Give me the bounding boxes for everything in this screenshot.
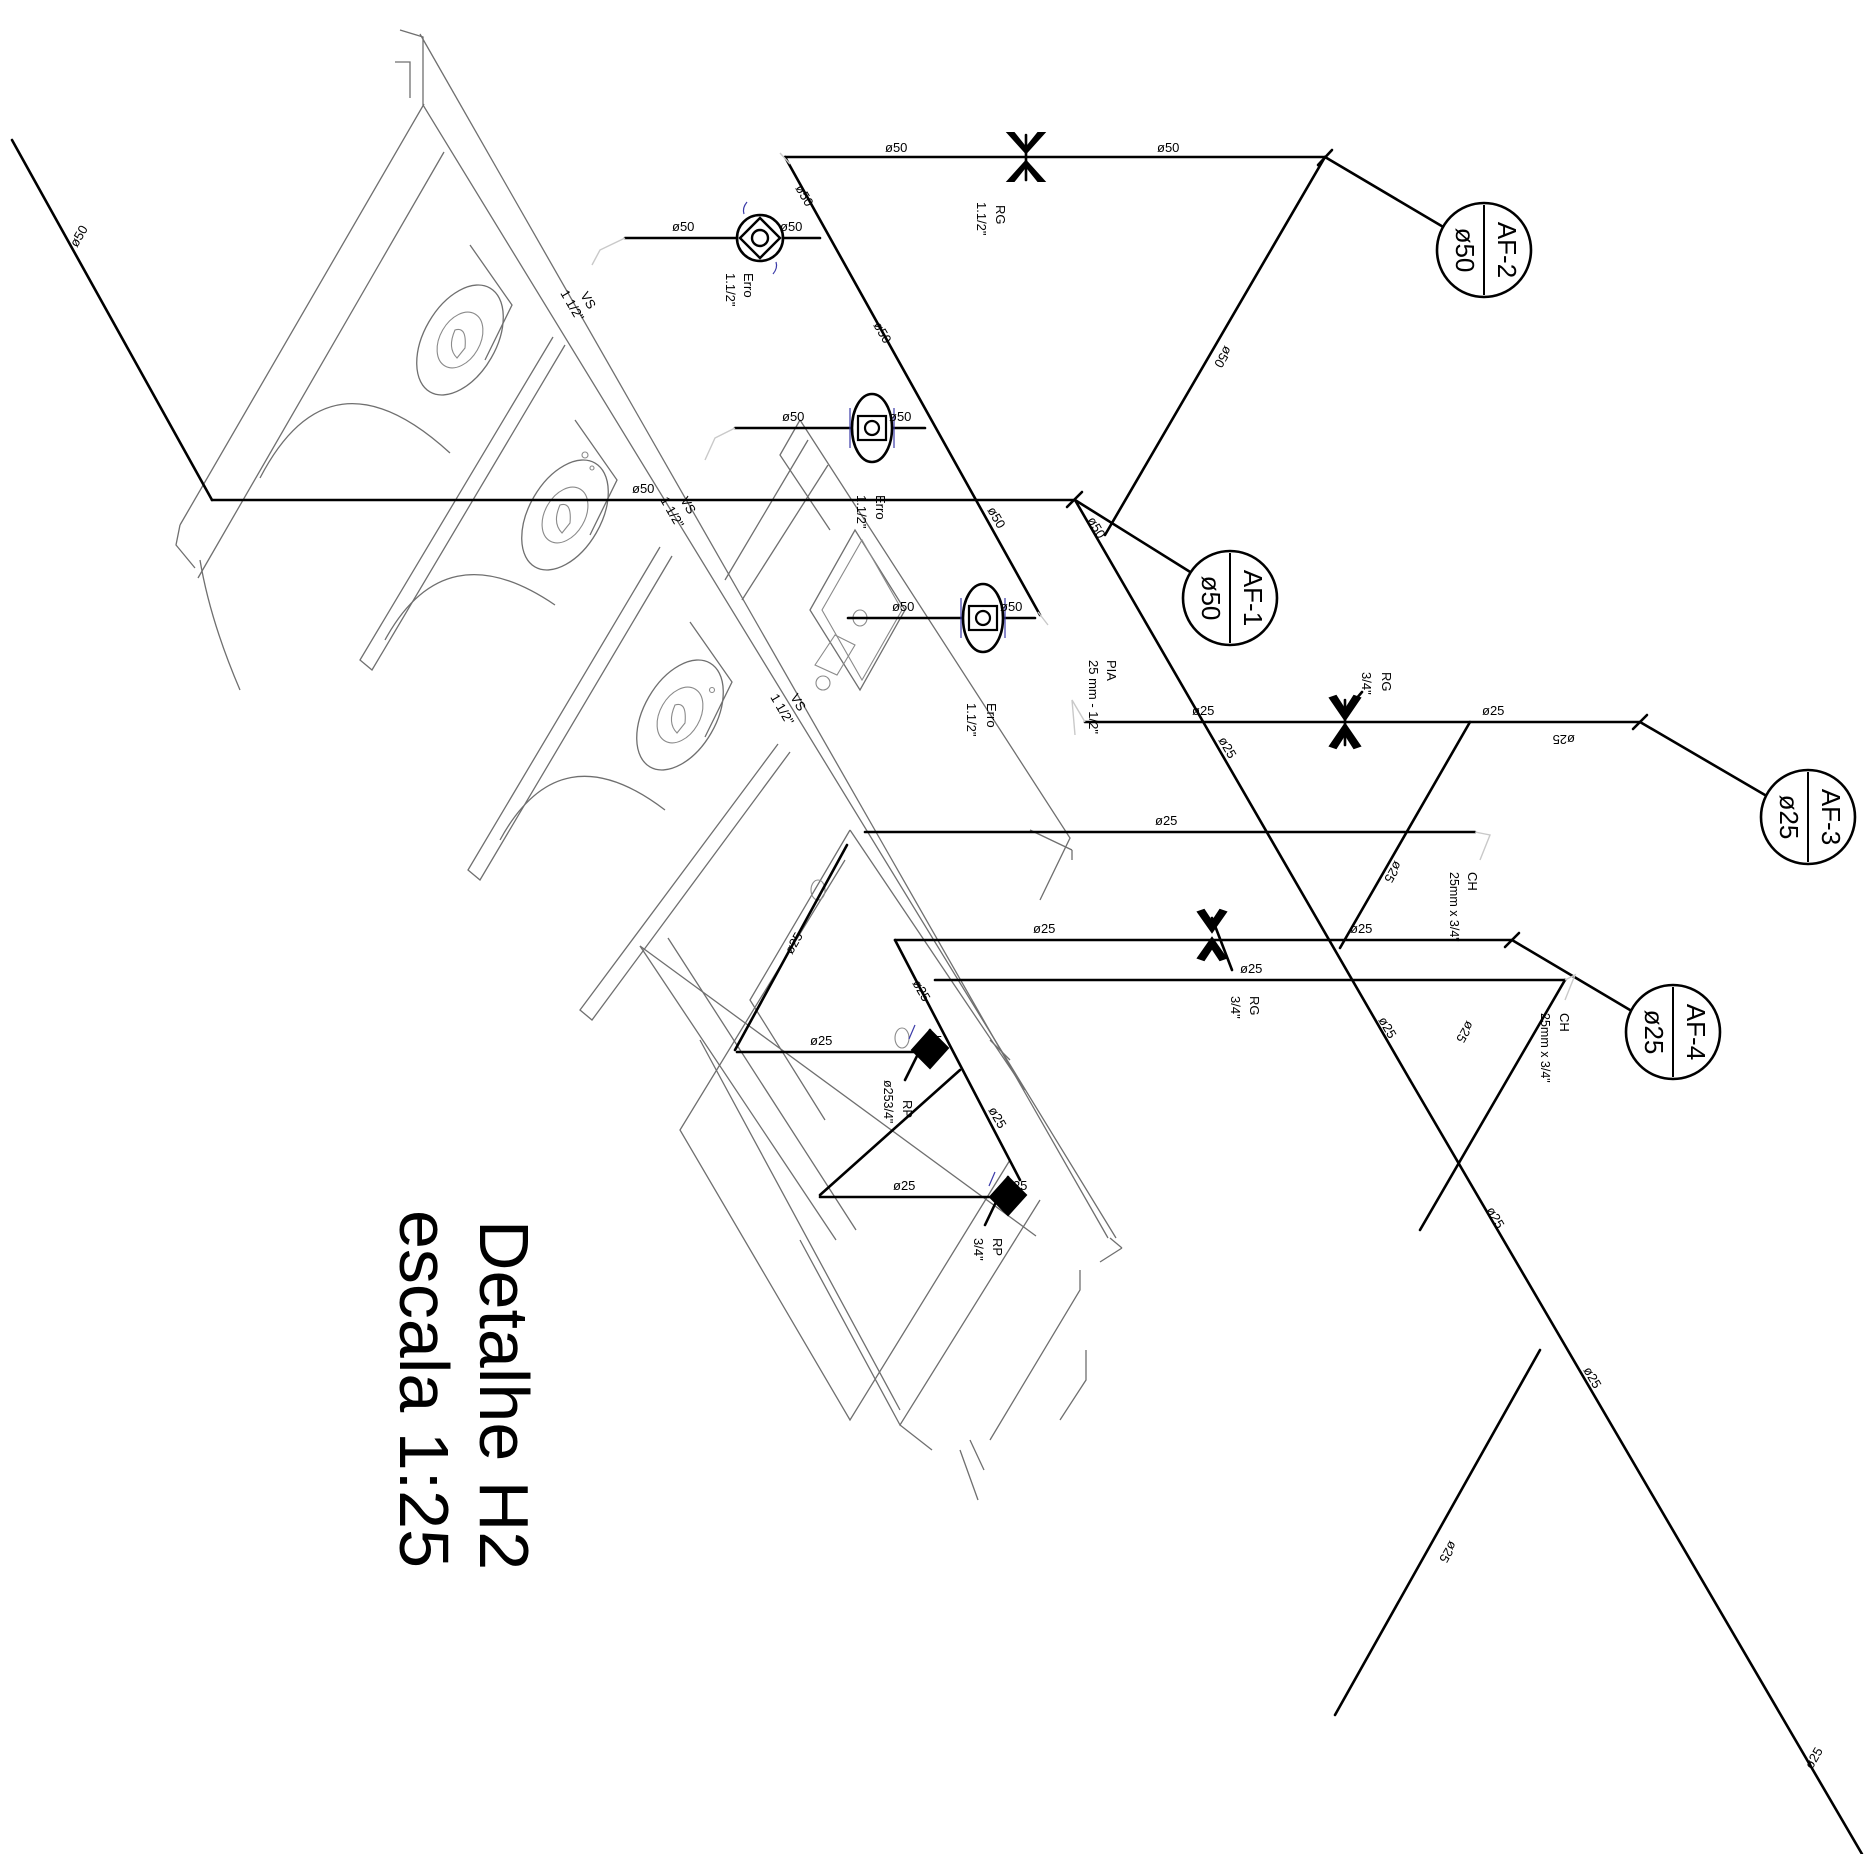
tag-af-2-diameter: ø50: [1450, 228, 1480, 273]
title-line-2: escala 1:25: [385, 1210, 463, 1568]
diameter-label: ø25: [1482, 703, 1504, 718]
diameter-label: ø25: [1375, 1014, 1399, 1041]
diameter-label: ø50: [780, 219, 802, 234]
diameter-label: ø25: [1553, 732, 1575, 747]
gate-valve-rg-top: [1005, 132, 1047, 182]
valve-rg-label: RG: [1379, 672, 1394, 692]
diameter-label: ø25: [1436, 1539, 1460, 1566]
diameter-label: ø25: [985, 1104, 1009, 1131]
diameter-label: ø25: [1215, 734, 1239, 761]
diameter-label: ø25: [909, 977, 933, 1004]
valve-rp-label: RP: [900, 1100, 915, 1118]
diameter-label: ø25: [1005, 1178, 1027, 1193]
diameter-label: ø25: [1381, 859, 1405, 886]
registro-erro-3: [960, 582, 1006, 654]
erro-label: Erro: [984, 703, 999, 728]
erro-label: Erro: [741, 273, 756, 298]
valve-rp-label: RP: [990, 1238, 1005, 1256]
ch-label: CH: [1557, 1013, 1572, 1032]
erro-size-label: 1.1/2": [723, 273, 738, 307]
gate-valve-rg-pia: [1328, 690, 1364, 750]
tag-af-3-diameter: ø25: [1774, 795, 1804, 840]
gate-valve-rg-lower: [1196, 908, 1234, 972]
erro-label: Erro: [873, 495, 888, 520]
erro-size-label: 1.1/2": [854, 495, 869, 529]
tag-af-3: AF-3 ø25: [1759, 768, 1857, 866]
pressure-valve-rp-1: [903, 1024, 950, 1082]
toilet-2: [384, 419, 618, 641]
tag-af-1: AF-1 ø50: [1181, 549, 1279, 647]
wall-slab: [175, 29, 1123, 1501]
tag-af-4-diameter: ø25: [1639, 1010, 1669, 1055]
diameter-label: ø50: [1157, 140, 1179, 155]
pressure-valve-rp-2: [983, 1171, 1028, 1227]
sink-counter: [724, 419, 1071, 901]
erro-size-label: 1.1/2": [964, 703, 979, 737]
diameter-label: ø50: [984, 504, 1008, 531]
drawing-title: Detalhe H2 escala 1:25: [385, 1210, 543, 1570]
shower-box: [679, 829, 1026, 1422]
diameter-label: ø25: [893, 1178, 915, 1193]
diameter-label: ø50: [892, 599, 914, 614]
diameter-label: ø25: [1192, 703, 1214, 718]
valves: [735, 132, 1649, 1227]
valve-size-label: 1.1/2": [974, 202, 989, 236]
valve-rp-size-label: ø253/4": [881, 1080, 895, 1123]
tag-af-2: AF-2 ø50: [1435, 201, 1533, 299]
ch-label: CH: [1465, 872, 1480, 891]
toilet-1: [199, 244, 513, 691]
valve-rg-label: RG: [993, 205, 1008, 225]
registro-erro-1: [735, 201, 785, 275]
diameter-label: ø25: [920, 1033, 942, 1048]
valve-rg-label: RG: [1247, 996, 1262, 1016]
fixtures: [175, 29, 1123, 1501]
diameter-label: ø25: [1802, 1745, 1826, 1772]
tag-af-1-code: AF-1: [1238, 570, 1268, 626]
title-line-1: Detalhe H2: [465, 1220, 543, 1570]
pia-label: PIA: [1104, 660, 1119, 681]
diameter-label: ø50: [782, 409, 804, 424]
pia-size-label: 25 mm - 1/2": [1086, 660, 1101, 734]
diameter-label: ø25: [782, 930, 806, 957]
diameter-label: ø50: [870, 319, 894, 346]
tag-af-4: AF-4 ø25: [1624, 983, 1722, 1081]
tag-af-1-diameter: ø50: [1196, 576, 1226, 621]
ch-size-label: 25mm x 3/4": [1538, 1013, 1552, 1083]
tag-af-2-code: AF-2: [1492, 222, 1522, 278]
valve-size-label: 3/4": [971, 1238, 986, 1261]
tag-af-3-code: AF-3: [1816, 789, 1846, 845]
valve-size-label: 3/4": [1359, 672, 1374, 695]
diameter-label: ø25: [1033, 921, 1055, 936]
registro-erro-2: [849, 392, 895, 464]
diameter-label: ø25: [810, 1033, 832, 1048]
diameter-label: ø25: [1350, 921, 1372, 936]
diameter-label: ø50: [632, 481, 654, 496]
pipes: [10, 138, 1864, 1854]
diameter-label: ø50: [889, 409, 911, 424]
diameter-label: ø50: [672, 219, 694, 234]
diameter-label: ø25: [1453, 1019, 1477, 1046]
diameter-label: ø50: [1000, 599, 1022, 614]
toilet-3: [499, 621, 733, 841]
diameter-label: ø25: [1483, 1204, 1507, 1231]
diameter-label: ø25: [1580, 1364, 1604, 1391]
diameter-label: ø25: [1240, 961, 1262, 976]
diameter-label: ø50: [885, 140, 907, 155]
diameter-label: ø25: [1155, 813, 1177, 828]
valve-size-label: 3/4": [1228, 996, 1243, 1019]
ch-size-label: 25mm x 3/4": [1447, 872, 1461, 942]
tag-af-4-code: AF-4: [1681, 1004, 1711, 1060]
